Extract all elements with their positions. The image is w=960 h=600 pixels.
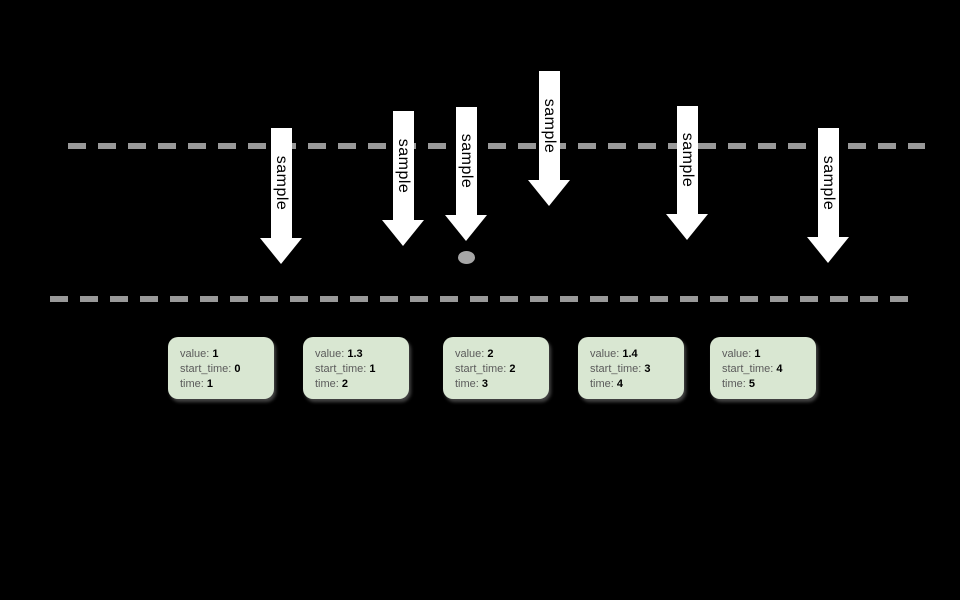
sample-arrow-6-shaft: sample: [817, 128, 839, 237]
sample-arrow-3-shaft: sample: [455, 107, 477, 215]
value-label: value:: [722, 348, 752, 360]
time-line: time:2: [315, 377, 403, 392]
start-time-label: start_time:: [722, 363, 774, 375]
start-time-line: start_time:2: [455, 362, 543, 377]
sample-arrow-1-arrowhead-icon: [260, 238, 302, 264]
value-line: value:1.4: [590, 347, 678, 362]
sample-arrow-4: sample: [528, 71, 570, 206]
sample-arrow-6-label: sample: [820, 155, 837, 210]
value-value: 1.3: [347, 348, 363, 360]
sample-record-card-4: value:1.4 start_time:3 time:4: [578, 337, 684, 399]
sample-arrow-1-label: sample: [273, 155, 290, 211]
time-label: time:: [590, 378, 614, 390]
start-time-line: start_time:0: [180, 362, 268, 377]
sample-arrow-3-arrowhead-icon: [445, 215, 487, 241]
sample-arrow-5-arrowhead-icon: [666, 214, 708, 240]
sample-arrow-3-label: sample: [458, 133, 475, 189]
sample-arrow-5: sample: [666, 106, 708, 240]
start-time-value: 2: [509, 363, 516, 375]
sample-arrow-4-arrowhead-icon: [528, 180, 570, 206]
sample-arrow-1: sample: [260, 128, 302, 264]
sample-arrow-3: sample: [445, 107, 487, 241]
upper-timeline-dashed-line: [68, 143, 925, 149]
start-time-value: 3: [644, 363, 651, 375]
lower-timeline-dashed-line: [50, 296, 908, 302]
sample-record-card-2: value:1.3 start_time:1 time:2: [303, 337, 409, 399]
value-label: value:: [180, 348, 210, 360]
start-time-value: 4: [776, 363, 783, 375]
value-value: 1.4: [622, 348, 638, 360]
time-line: time:3: [455, 377, 543, 392]
sample-record-card-5: value:1 start_time:4 time:5: [710, 337, 816, 399]
sample-arrow-2-label: sample: [395, 138, 412, 193]
start-time-value: 1: [369, 363, 376, 375]
value-label: value:: [455, 348, 485, 360]
start-time-line: start_time:3: [590, 362, 678, 377]
value-line: value:1.3: [315, 347, 403, 362]
value-label: value:: [590, 348, 620, 360]
sample-point-dot: [458, 251, 475, 264]
time-value: 5: [748, 378, 755, 390]
start-time-label: start_time:: [455, 363, 507, 375]
sample-arrow-6-arrowhead-icon: [807, 237, 849, 263]
time-label: time:: [315, 378, 339, 390]
time-line: time:5: [722, 377, 810, 392]
time-label: time:: [455, 378, 479, 390]
start-time-line: start_time:1: [315, 362, 403, 377]
time-label: time:: [180, 378, 204, 390]
sample-arrow-4-label: sample: [541, 98, 558, 153]
sample-arrow-4-shaft: sample: [538, 71, 560, 180]
time-value: 3: [481, 378, 488, 390]
value-line: value:1: [722, 347, 810, 362]
start-time-value: 0: [234, 363, 241, 375]
start-time-line: start_time:4: [722, 362, 810, 377]
value-value: 1: [212, 348, 219, 360]
sample-arrow-5-shaft: sample: [676, 106, 698, 214]
start-time-label: start_time:: [315, 363, 367, 375]
value-label: value:: [315, 348, 345, 360]
value-line: value:2: [455, 347, 543, 362]
time-label: time:: [722, 378, 746, 390]
time-value: 2: [341, 378, 348, 390]
value-line: value:1: [180, 347, 268, 362]
sample-record-card-3: value:2 start_time:2 time:3: [443, 337, 549, 399]
start-time-label: start_time:: [180, 363, 232, 375]
time-line: time:1: [180, 377, 268, 392]
time-value: 1: [206, 378, 213, 390]
sample-arrow-6: sample: [807, 128, 849, 263]
time-line: time:4: [590, 377, 678, 392]
sample-arrow-1-shaft: sample: [270, 128, 292, 238]
sample-arrow-5-label: sample: [679, 132, 696, 188]
sample-arrow-2: sample: [382, 111, 424, 246]
start-time-label: start_time:: [590, 363, 642, 375]
value-value: 2: [487, 348, 494, 360]
value-value: 1: [754, 348, 761, 360]
sample-arrow-2-shaft: sample: [392, 111, 414, 220]
sample-record-card-1: value:1 start_time:0 time:1: [168, 337, 274, 399]
time-value: 4: [616, 378, 623, 390]
sample-arrow-2-arrowhead-icon: [382, 220, 424, 246]
